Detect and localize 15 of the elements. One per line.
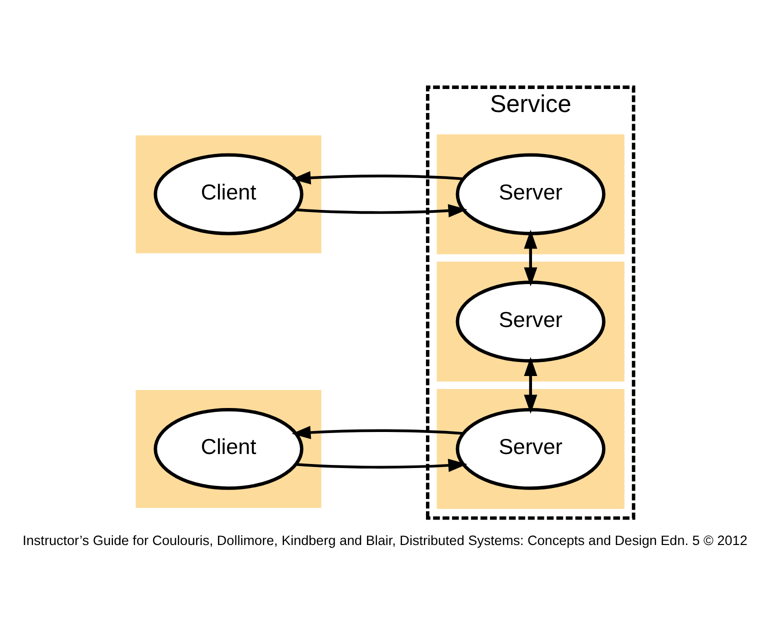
cluster: [436, 262, 624, 382]
node-ellipse: Client: [154, 408, 304, 490]
node-ellipse: Server: [456, 153, 606, 236]
node-ellipse: Client: [154, 153, 304, 236]
arrow: [296, 458, 468, 472]
node-ellipse: Server: [456, 408, 606, 490]
cluster: [436, 388, 624, 509]
arrow: [292, 171, 464, 184]
caption: Instructor’s Guide for Coulouris, Dollimore, Kindberg and Blair, Distributed Systems: Concepts and Design Edn. 5 © 2012: [22, 533, 748, 548]
arrow: [296, 204, 468, 218]
node-ellipse: Server: [456, 280, 606, 363]
cluster: [136, 390, 322, 508]
arrow: [292, 426, 464, 440]
cluster: [436, 134, 624, 254]
cluster: [136, 135, 322, 254]
